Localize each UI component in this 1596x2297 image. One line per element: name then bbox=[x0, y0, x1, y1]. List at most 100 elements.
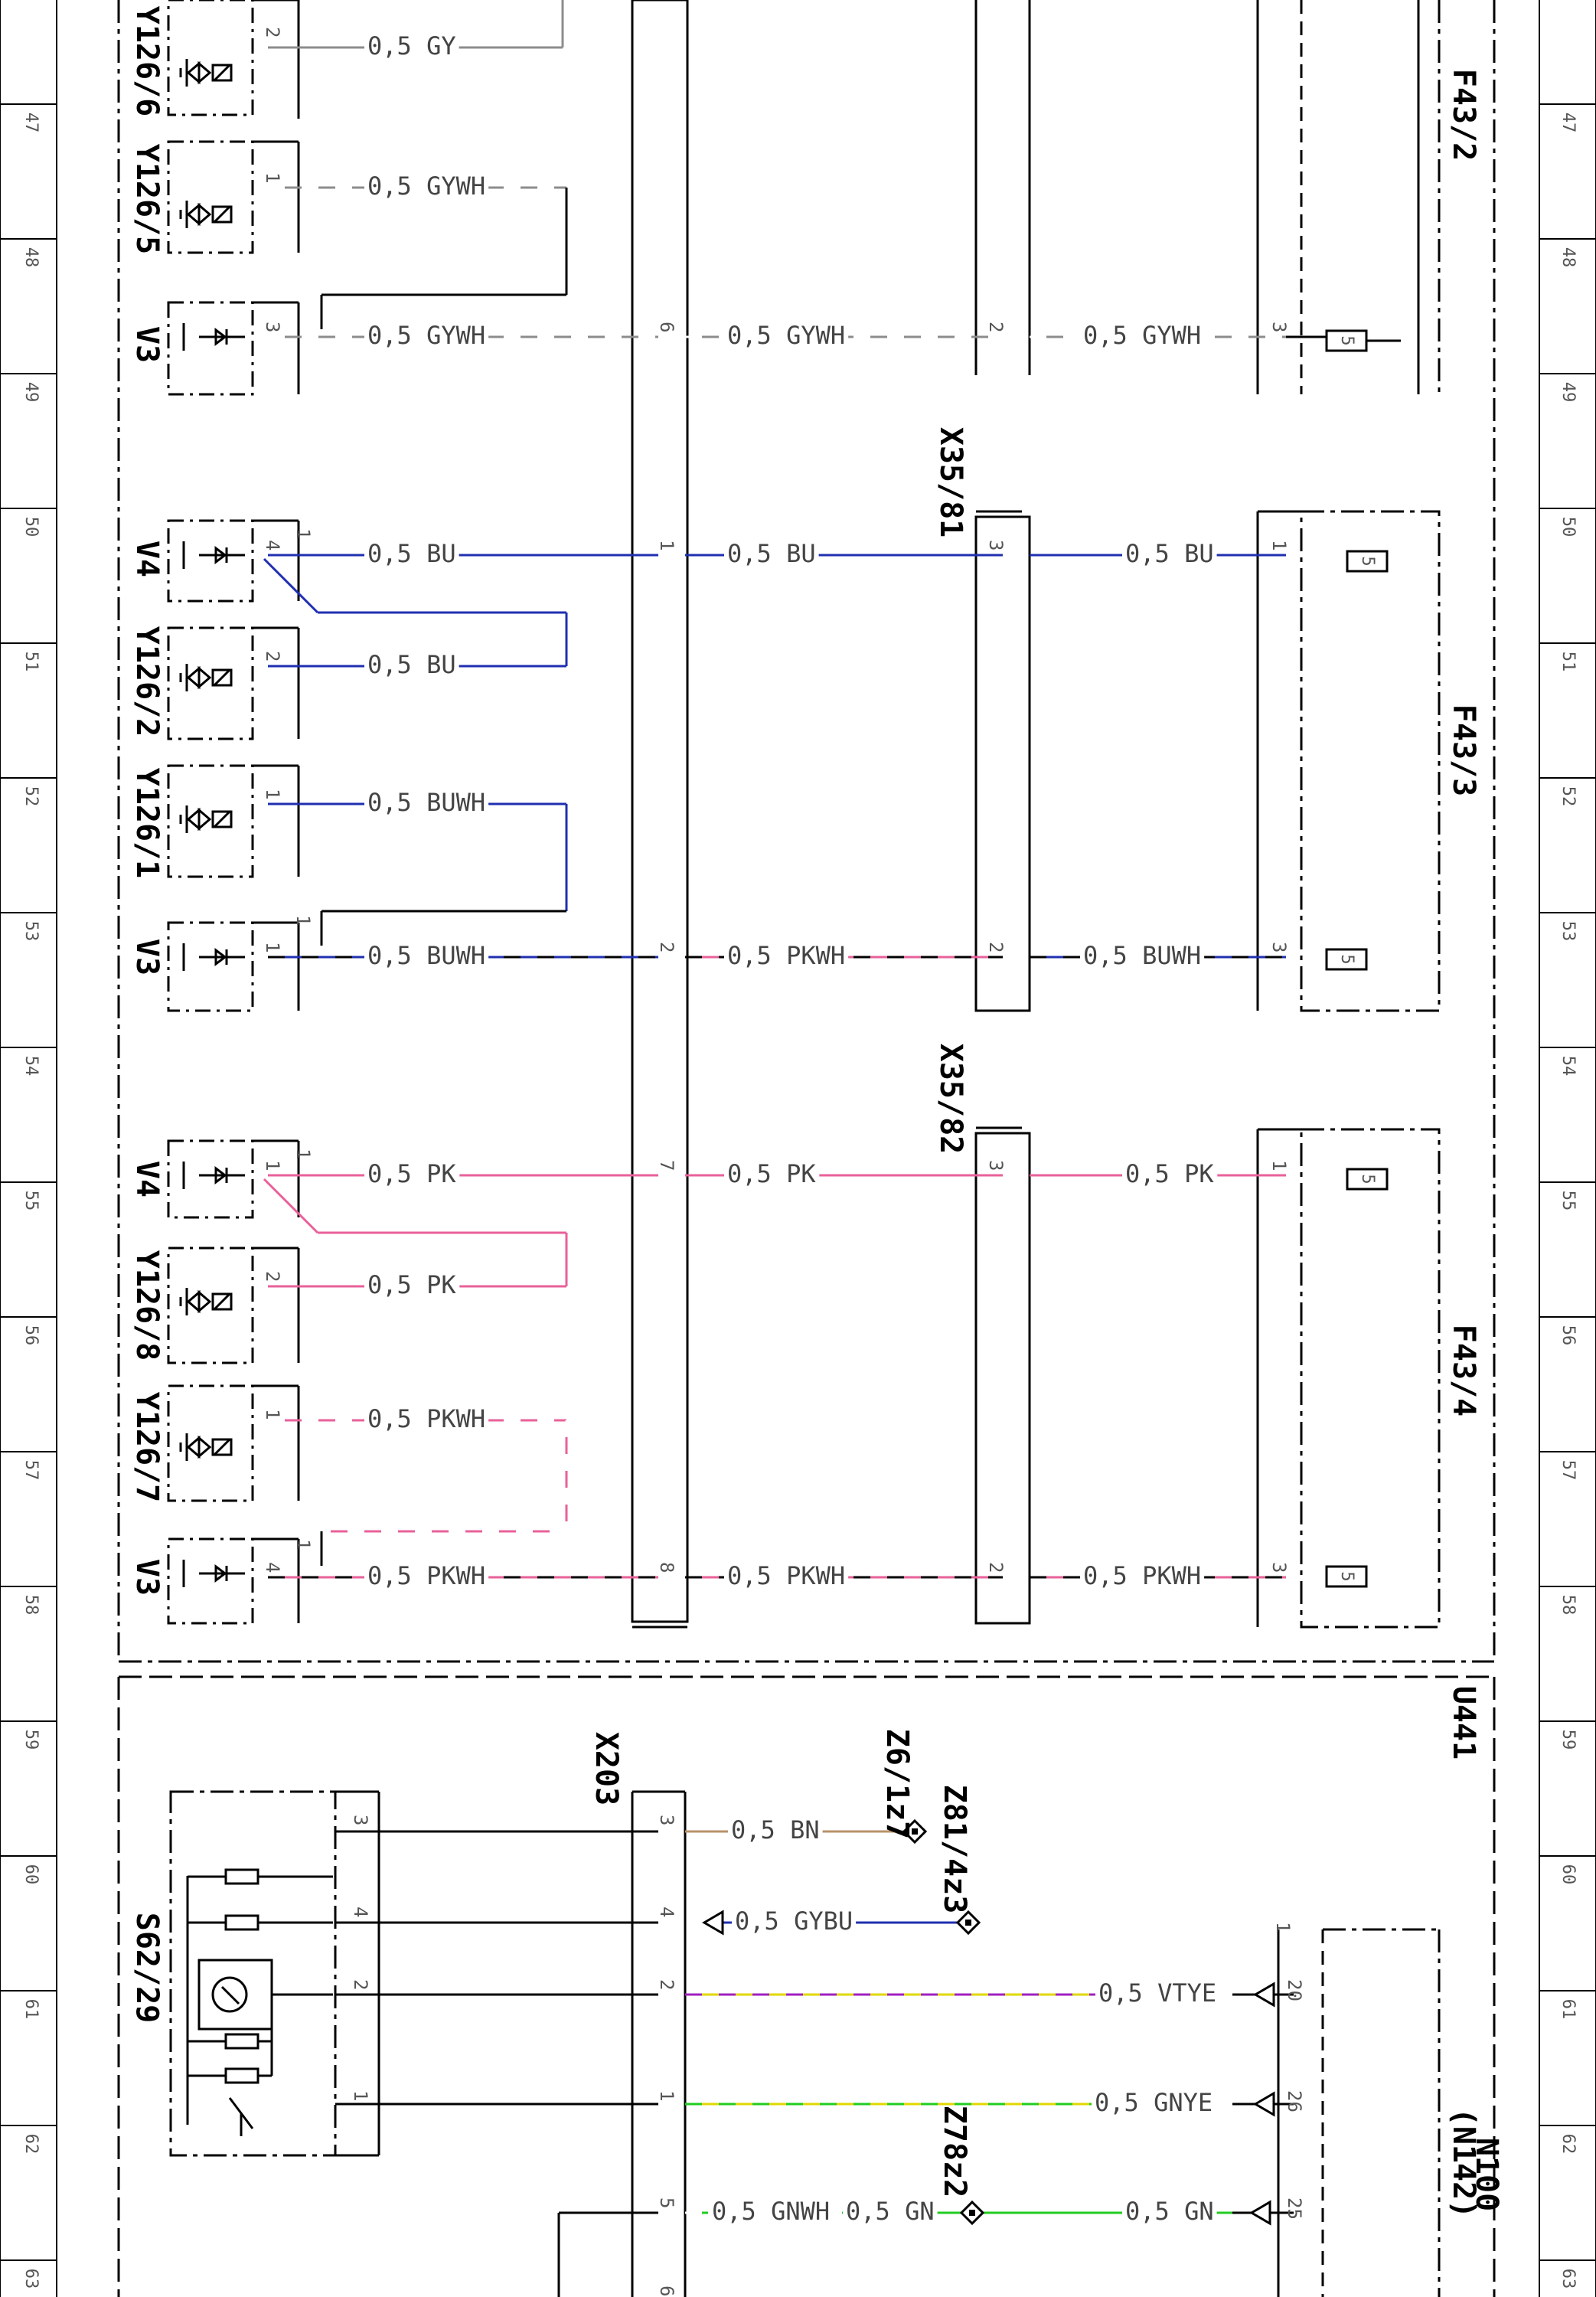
row-number: 53 bbox=[1558, 921, 1578, 942]
pin-number: 1 bbox=[262, 942, 283, 952]
pin-number: 6 bbox=[656, 2286, 677, 2296]
component-label: Y126/6 bbox=[129, 6, 165, 117]
pin-number: 20 bbox=[1284, 1979, 1305, 2001]
wire-label: 0,5 BUWH bbox=[367, 788, 485, 817]
component-label: (N142) bbox=[1446, 2108, 1481, 2219]
label-bg bbox=[1122, 1158, 1218, 1190]
row-number: 47 bbox=[1558, 113, 1578, 133]
label-bg bbox=[724, 1560, 849, 1592]
label-bg bbox=[364, 30, 459, 62]
component-label: V3 bbox=[129, 939, 165, 975]
splice-point-center bbox=[969, 2210, 975, 2216]
component-label: X35/81 bbox=[933, 427, 968, 538]
pin-number: 4 bbox=[262, 540, 283, 551]
pin-number: 25 bbox=[1284, 2197, 1305, 2220]
row-number: 48 bbox=[1558, 247, 1578, 268]
row-number: 54 bbox=[21, 1056, 41, 1077]
component-label: X203 bbox=[589, 1732, 624, 1805]
wire-label: 0,5 BUWH bbox=[367, 941, 485, 970]
wire-label: 0,5 BU bbox=[1125, 539, 1214, 568]
connector-arrow bbox=[1249, 2200, 1271, 2226]
pin-number: 2 bbox=[262, 651, 283, 662]
wire-label: 0,5 PKWH bbox=[367, 1561, 485, 1590]
component-boxes bbox=[167, 0, 300, 1625]
pin-number: 2 bbox=[985, 942, 1007, 952]
component-label: U441 bbox=[1446, 1686, 1481, 1760]
component-label: Z6/1z7 bbox=[880, 1729, 915, 1840]
pin-number: 1 bbox=[350, 2090, 371, 2101]
wire-label: 0,5 GNWH bbox=[712, 2197, 830, 2226]
pin-number: 1 bbox=[262, 789, 283, 799]
pin-number: 3 bbox=[985, 1160, 1007, 1171]
switch-internals bbox=[186, 1868, 333, 2136]
fuse-symbols bbox=[1325, 329, 1389, 1588]
row-number: 55 bbox=[21, 1191, 41, 1211]
pin-number: 1 bbox=[292, 1148, 314, 1159]
wire-label: 0,5 GYBU bbox=[735, 1907, 853, 1936]
wire-label: 0,5 GY bbox=[367, 31, 456, 60]
component-label: X35/82 bbox=[933, 1044, 968, 1155]
pin-number: 3 bbox=[985, 540, 1007, 551]
component-label: Y126/5 bbox=[129, 144, 165, 255]
row-number: 57 bbox=[21, 1460, 41, 1481]
pin-number: 8 bbox=[656, 1562, 677, 1573]
component-label: Y126/2 bbox=[129, 626, 165, 737]
label-bg bbox=[364, 786, 489, 818]
pin-number: 7 bbox=[656, 1160, 677, 1171]
fuse-value: 5 bbox=[1337, 335, 1356, 345]
pin-number: 3 bbox=[656, 1815, 677, 1825]
wire-label: 0,5 BN bbox=[731, 1815, 820, 1844]
connector-blocks bbox=[169, 0, 1441, 2297]
row-number: 58 bbox=[1558, 1595, 1578, 1616]
wire-label: 0,5 GYWH bbox=[367, 172, 485, 201]
pin-number: 26 bbox=[1284, 2090, 1305, 2112]
pin-number: 4 bbox=[350, 1907, 371, 1917]
label-bg bbox=[724, 319, 849, 351]
row-number: 57 bbox=[1558, 1460, 1578, 1481]
pin-number: 1 bbox=[262, 1409, 283, 1420]
wire-label: 0,5 PK bbox=[367, 1159, 456, 1188]
fuse-value: 5 bbox=[1337, 1571, 1356, 1581]
wire-label: 0,5 PK bbox=[1125, 1159, 1214, 1188]
row-number: 62 bbox=[21, 2134, 41, 2155]
pin-number: 2 bbox=[656, 1979, 677, 1990]
row-number: 48 bbox=[21, 247, 41, 268]
label-bg bbox=[724, 537, 819, 570]
label-bg bbox=[1122, 2195, 1217, 2227]
row-number: 50 bbox=[21, 517, 41, 537]
label-bg bbox=[364, 649, 459, 681]
pin-number: 6 bbox=[656, 322, 677, 332]
connector-arrow bbox=[1253, 1982, 1275, 2008]
component-label: V3 bbox=[129, 1559, 165, 1596]
component-label: Z78z2 bbox=[937, 2106, 972, 2197]
wire-label: 0,5 GN bbox=[846, 2197, 935, 2226]
component-label: Z81/4z3 bbox=[937, 1785, 972, 1914]
label-bg bbox=[724, 939, 849, 972]
fuse-value: 5 bbox=[1358, 556, 1377, 566]
row-number: 63 bbox=[21, 2269, 41, 2289]
label-bg bbox=[728, 1814, 823, 1846]
wire-label: 0,5 GYWH bbox=[727, 321, 845, 350]
row-number: 61 bbox=[1558, 1999, 1578, 2020]
pin-number: 2 bbox=[262, 1271, 283, 1282]
wire-label: 0,5 GYWH bbox=[1083, 321, 1201, 350]
wire-segment bbox=[263, 1178, 319, 1234]
wire-label: 0,5 BUWH bbox=[1083, 941, 1201, 970]
connector-arrow bbox=[1253, 2091, 1275, 2117]
label-bg bbox=[732, 1905, 857, 1937]
component-label: F43/3 bbox=[1446, 704, 1481, 796]
wire-label: 0,5 GN bbox=[1125, 2197, 1214, 2226]
label-bg bbox=[364, 319, 489, 351]
row-number: 56 bbox=[21, 1325, 41, 1346]
pin-number: 1 bbox=[292, 528, 314, 539]
wire-label: 0,5 PKWH bbox=[727, 941, 845, 970]
module-boundary bbox=[117, 0, 1496, 2297]
label-bg bbox=[364, 1560, 489, 1592]
component-label: V3 bbox=[129, 326, 165, 363]
row-number: 49 bbox=[1558, 382, 1578, 403]
row-number: 55 bbox=[1558, 1191, 1578, 1211]
wire-segment bbox=[263, 557, 319, 614]
pin-number: 2 bbox=[656, 942, 677, 952]
